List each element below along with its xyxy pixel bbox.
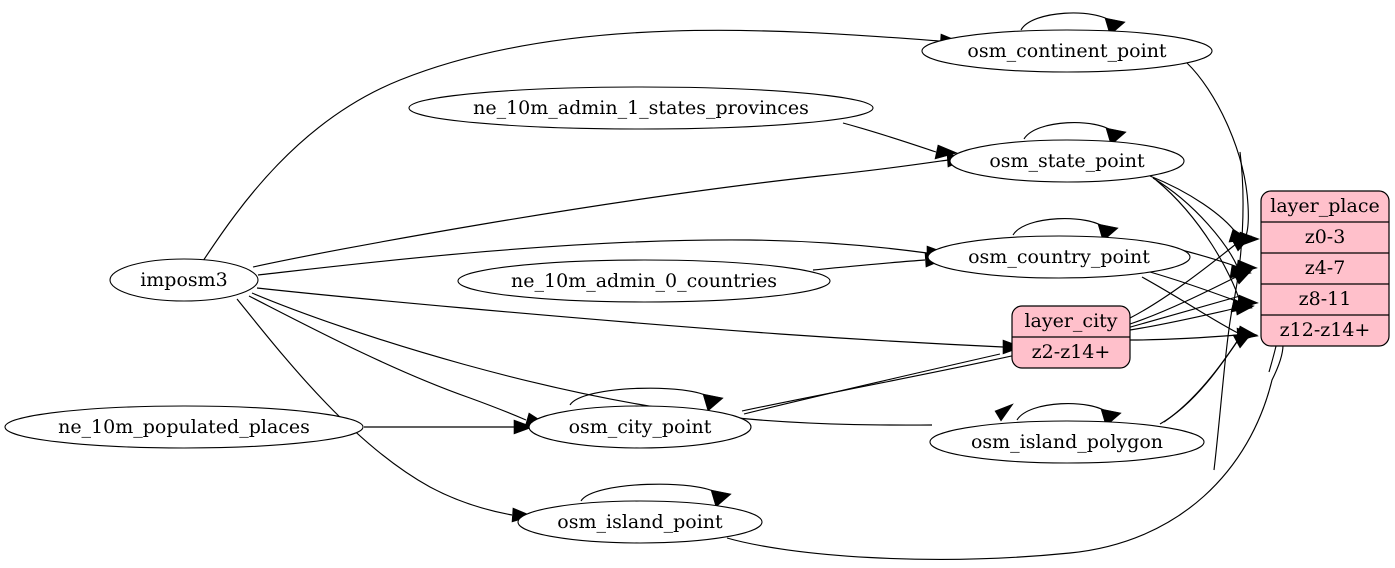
node-ne-10m-admin-1-states-provinces[interactable]: ne_10m_admin_1_states_provinces bbox=[408, 86, 874, 130]
edge-imposm3-to-osm-state-point bbox=[252, 159, 949, 268]
edge-layer-city-to-layer-place-d bbox=[1129, 334, 1239, 341]
ne-populated-ellipse[interactable] bbox=[4, 405, 364, 449]
selfloop-osm-state-point bbox=[1023, 122, 1114, 140]
osm-island-point-ellipse[interactable] bbox=[517, 500, 763, 544]
edge-imposm3-to-layer-city bbox=[256, 287, 1004, 348]
osm-state-point-ellipse[interactable] bbox=[949, 139, 1185, 183]
record-layer-place[interactable]: layer_place z0-3 z4-7 z8-11 z12-z14+ bbox=[1260, 190, 1390, 347]
edge-osm-island-polygon-to-layer-place-b bbox=[1163, 335, 1242, 423]
selfloop-osm-country-point bbox=[1012, 218, 1106, 236]
edge-imposm3-to-osm-city-point bbox=[248, 295, 527, 421]
arrowhead-selfloop-osm-island-point bbox=[710, 489, 732, 508]
osm-continent-point-ellipse[interactable] bbox=[921, 29, 1213, 73]
node-ne-10m-admin-0-countries[interactable]: ne_10m_admin_0_countries bbox=[457, 259, 831, 303]
arrowhead-layer-city-layer-place-b bbox=[1231, 269, 1253, 285]
ne-states-ellipse[interactable] bbox=[408, 86, 874, 130]
selfloop-osm-continent-point bbox=[1020, 12, 1113, 31]
edge-osm-state-point-to-layer-place-b bbox=[1152, 177, 1239, 269]
edge-ne-states-to-osm-state-point bbox=[842, 122, 937, 153]
edge-ne-countries-to-osm-country-point bbox=[812, 259, 926, 271]
edge-osm-island-point-to-layer-place bbox=[726, 344, 1284, 560]
node-osm-continent-point[interactable]: osm_continent_point bbox=[921, 29, 1213, 73]
edge-osm-city-point-to-layer-place bbox=[741, 295, 1241, 412]
arrowhead-selfloop-osm-city-point bbox=[702, 393, 724, 412]
edge-osm-city-point-to-layer-city bbox=[743, 353, 1001, 415]
arrowhead-ne-states-osm-state-point bbox=[934, 144, 958, 160]
record-layer-city[interactable]: layer_city z2-z14+ bbox=[1011, 305, 1131, 369]
selfloop-osm-city-point bbox=[569, 387, 711, 406]
arrowhead-osm-island-polygon-layer-place-a bbox=[1232, 332, 1253, 349]
arrowhead-layer-city-layer-place-c bbox=[1234, 300, 1255, 316]
edge-osm-country-point-to-layer-place-b bbox=[1149, 271, 1240, 303]
edge-osm-state-point-to-layer-place-a bbox=[1149, 175, 1238, 235]
node-osm-country-point[interactable]: osm_country_point bbox=[927, 235, 1191, 279]
node-ne-10m-populated-places[interactable]: ne_10m_populated_places bbox=[4, 405, 364, 449]
edge-imposm3-to-osm-continent-point bbox=[202, 29, 941, 262]
imposm3-ellipse[interactable] bbox=[109, 258, 259, 302]
edge-layer-city-to-layer-place-b bbox=[1129, 276, 1237, 325]
node-osm-island-point[interactable]: osm_island_point bbox=[517, 500, 763, 544]
selfloop-osm-island-polygon bbox=[1016, 403, 1109, 421]
edge-osm-country-point-to-layer-place-c bbox=[1141, 276, 1239, 334]
arrowhead-ne-populated-osm-city-point bbox=[513, 419, 534, 435]
edge-osm-state-point-to-layer-place-c bbox=[1155, 179, 1241, 303]
osm-island-polygon-ellipse[interactable] bbox=[929, 420, 1205, 464]
edge-imposm3-to-osm-island-point bbox=[236, 298, 513, 516]
layer-place-box[interactable] bbox=[1260, 190, 1390, 347]
osm-city-point-ellipse[interactable] bbox=[528, 405, 752, 449]
arrowhead-selfloop-osm-state-point bbox=[1105, 127, 1127, 146]
ne-countries-ellipse[interactable] bbox=[457, 259, 831, 303]
edge-vertical-connector-strand bbox=[1213, 151, 1244, 471]
edge-layer-city-to-layer-place-a bbox=[1129, 243, 1237, 319]
node-imposm3[interactable]: imposm3 bbox=[109, 258, 259, 302]
edge-imposm3-to-osm-island-polygon bbox=[251, 292, 933, 426]
edge-layer-city-to-layer-place-c bbox=[1129, 307, 1238, 331]
node-osm-state-point[interactable]: osm_state_point bbox=[949, 139, 1185, 183]
edge-osm-continent-point-to-layer-place bbox=[1186, 62, 1249, 239]
edge-imposm3-to-osm-country-point bbox=[257, 239, 928, 276]
node-osm-island-polygon[interactable]: osm_island_polygon bbox=[929, 420, 1205, 464]
selfloop-osm-island-point bbox=[580, 483, 719, 502]
osm-country-point-ellipse[interactable] bbox=[927, 235, 1191, 279]
arrowhead-imposm3-osm-island-polygon bbox=[994, 403, 1014, 422]
node-osm-city-point[interactable]: osm_city_point bbox=[528, 405, 752, 449]
